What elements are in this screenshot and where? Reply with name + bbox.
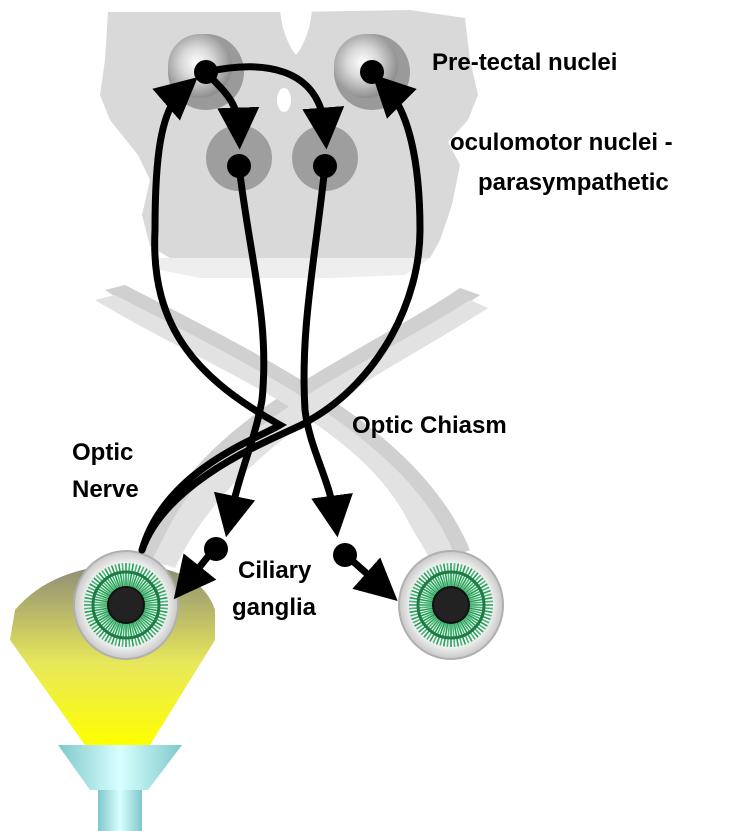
- ciliary-ganglion-right: [333, 543, 357, 567]
- ciliary-label-line1: Ciliary: [238, 557, 312, 584]
- oculomotor-dot-left: [227, 154, 251, 178]
- eye-right: [399, 551, 503, 659]
- aqueduct: [277, 88, 291, 112]
- optic-nerve-label-line2: Nerve: [72, 476, 139, 503]
- pupil-left: [108, 587, 144, 623]
- pretectal-label: Pre-tectal nuclei: [432, 49, 617, 76]
- optic-nerve-label-line1: Optic: [72, 439, 133, 466]
- lamp-stem: [98, 790, 142, 831]
- ciliary-label-line2: ganglia: [232, 594, 317, 621]
- optic-chiasm-label: Optic Chiasm: [352, 412, 507, 439]
- pupil-right: [433, 587, 469, 623]
- pretectal-dot-right: [360, 60, 384, 84]
- eye-left: [74, 551, 178, 659]
- oculomotor-label-line1: oculomotor nuclei -: [450, 129, 673, 156]
- pretectal-dot-left: [194, 60, 218, 84]
- oculomotor-dot-right: [313, 154, 337, 178]
- ciliary-ganglion-left: [204, 537, 228, 561]
- oculomotor-label-line2: parasympathetic: [478, 169, 669, 196]
- lamp-shade: [58, 745, 182, 790]
